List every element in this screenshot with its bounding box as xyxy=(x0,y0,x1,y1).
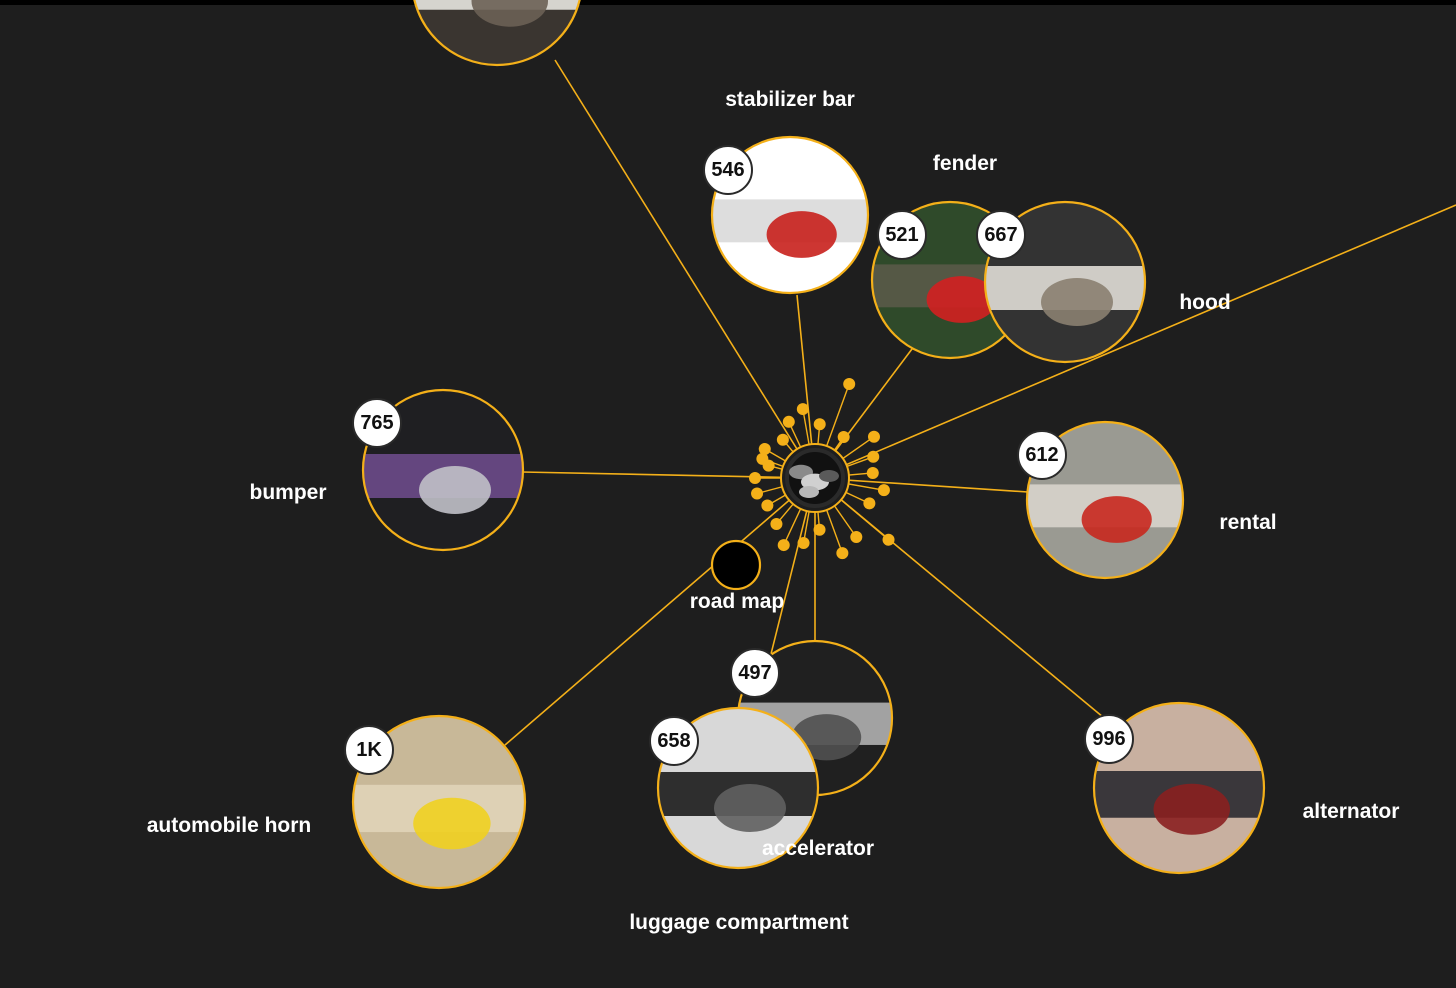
spoke-node-dot[interactable] xyxy=(751,488,763,500)
node-label-fender: fender xyxy=(933,152,997,176)
node-label-bumper: bumper xyxy=(249,481,326,505)
spoke-node-dot[interactable] xyxy=(838,431,850,443)
spoke-node-dot[interactable] xyxy=(761,500,773,512)
spoke-node-dot[interactable] xyxy=(868,431,880,443)
node-label-alternator: alternator xyxy=(1303,800,1400,824)
spoke-node-dot[interactable] xyxy=(777,434,789,446)
spoke-node-dot[interactable] xyxy=(763,460,775,472)
node-label-automobile-horn: automobile horn xyxy=(147,814,312,838)
photo-accent xyxy=(413,798,490,850)
center-photo-patch xyxy=(799,486,819,498)
spoke-node-dot[interactable] xyxy=(867,467,879,479)
spoke-node-dot[interactable] xyxy=(878,484,890,496)
photo-accent xyxy=(1082,496,1152,543)
center-photo-patch xyxy=(819,470,839,482)
spoke-node-dot[interactable] xyxy=(843,378,855,390)
spoke-node-dot[interactable] xyxy=(783,416,795,428)
count-badge-hood: 667 xyxy=(976,210,1026,260)
spoke-node-dot[interactable] xyxy=(883,534,895,546)
spoke-node-dot[interactable] xyxy=(778,539,790,551)
photo-accent xyxy=(1154,784,1231,835)
spoke-node-dot[interactable] xyxy=(797,403,809,415)
count-badge-luggage-compartment: 658 xyxy=(649,716,699,766)
edge-bumper xyxy=(522,472,815,478)
spoke-node-dot[interactable] xyxy=(749,472,761,484)
spoke-node-dot[interactable] xyxy=(836,547,848,559)
count-badge-bumper: 765 xyxy=(352,398,402,448)
photo-accent xyxy=(1041,278,1113,326)
spoke-node-dot[interactable] xyxy=(867,451,879,463)
count-badge-stabilizer-bar: 546 xyxy=(703,145,753,195)
spoke-node-dot[interactable] xyxy=(863,497,875,509)
photo-accent xyxy=(714,784,786,832)
node-road-map[interactable] xyxy=(712,541,760,589)
count-badge-automobile-horn: 1K xyxy=(344,725,394,775)
spoke-node-dot[interactable] xyxy=(798,537,810,549)
photo-accent xyxy=(419,466,491,514)
node-label-hood: hood xyxy=(1179,291,1230,315)
spoke-node-dot[interactable] xyxy=(850,531,862,543)
count-badge-alternator: 996 xyxy=(1084,714,1134,764)
photo-accent xyxy=(767,211,837,258)
count-badge-fender: 521 xyxy=(877,210,927,260)
node-label-luggage-compartment: luggage compartment xyxy=(629,911,848,935)
node-label-accelerator: accelerator xyxy=(762,837,874,861)
node-offscreen-top[interactable] xyxy=(412,0,582,65)
node-label-stabilizer-bar: stabilizer bar xyxy=(725,88,855,112)
node-label-rental: rental xyxy=(1219,511,1276,535)
spoke-node-dot[interactable] xyxy=(770,518,782,530)
count-badge-accelerator: 497 xyxy=(730,648,780,698)
node-label-road-map: road map xyxy=(690,590,785,614)
count-badge-rental: 612 xyxy=(1017,430,1067,480)
spoke-node-dot[interactable] xyxy=(814,418,826,430)
spoke-node-dot[interactable] xyxy=(814,524,826,536)
